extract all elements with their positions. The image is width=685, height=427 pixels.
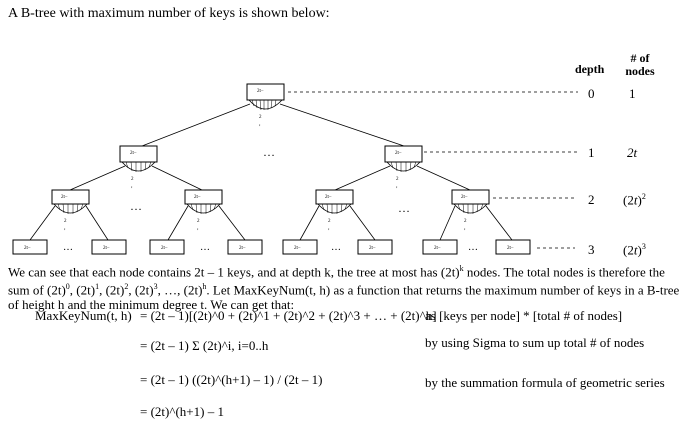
svg-text:…: … [398, 201, 410, 215]
depth-header: depth [575, 62, 605, 76]
depth1-node-right: 2t− 2 , [384, 145, 423, 189]
svg-text:2: 2 [464, 219, 467, 224]
svg-text:,: , [396, 183, 398, 189]
svg-text:2t−: 2t− [507, 246, 514, 251]
svg-text:,: , [64, 225, 66, 231]
nodes-2: (2t)2 [623, 192, 646, 208]
depth-2: 2 [588, 192, 595, 207]
nodes-3: (2t)3 [623, 242, 646, 258]
nodes-1: 2t [627, 145, 638, 160]
depth1-node-left: 2t− 2 , [119, 145, 158, 189]
nodes-0: 1 [629, 86, 636, 101]
svg-text:…: … [63, 242, 73, 253]
note-3: by the summation formula of geometric se… [425, 375, 665, 390]
svg-text:…: … [468, 242, 478, 253]
svg-text:2: 2 [197, 219, 200, 224]
ellipsis-d1: … [263, 145, 275, 159]
depth2-node-1: 2t− 2 , [51, 189, 90, 231]
note-1: as [keys per node] * [total # of nodes] [425, 308, 623, 323]
depth2-node-2: 2t− 2 , [184, 189, 223, 231]
svg-text:,: , [197, 225, 199, 231]
root-node: 2t− 2 , [246, 83, 285, 127]
svg-text:,: , [131, 183, 133, 189]
svg-text:2t−: 2t− [61, 195, 68, 200]
depth-0: 0 [588, 86, 595, 101]
svg-text:…: … [200, 242, 210, 253]
svg-text:2: 2 [328, 219, 331, 224]
equation-line-3: = (2t – 1) ((2t)^(h+1) – 1) / (2t – 1) [140, 372, 323, 387]
depth-3: 3 [588, 242, 595, 257]
svg-text:2t−: 2t− [294, 246, 301, 251]
svg-text:2t−: 2t− [24, 246, 31, 251]
svg-text:2t−: 2t− [369, 246, 376, 251]
svg-text:2: 2 [396, 177, 399, 182]
svg-text:2t−: 2t− [395, 151, 402, 156]
root-node-label: 2t− [257, 89, 264, 94]
svg-text:,: , [464, 225, 466, 231]
intro-text: A B-tree with maximum number of keys is … [8, 6, 330, 21]
svg-text:2t−: 2t− [461, 195, 468, 200]
equation-lhs: MaxKeyNum(t, h) [35, 308, 132, 323]
svg-text:,: , [328, 225, 330, 231]
svg-text:2t−: 2t− [325, 195, 332, 200]
svg-text:2t−: 2t− [239, 246, 246, 251]
root-child-label: 2 [259, 115, 262, 120]
explanation-paragraph: We can see that each node contains 2t – … [8, 264, 680, 312]
depth2-node-4: 2t− 2 , [451, 189, 490, 231]
svg-text:2t−: 2t− [161, 246, 168, 251]
svg-text:2: 2 [131, 177, 134, 182]
depth3-leaves [12, 239, 531, 255]
equation-line-4: = (2t)^(h+1) – 1 [140, 404, 224, 419]
depth-1: 1 [588, 145, 595, 160]
svg-text:2t−: 2t− [194, 195, 201, 200]
svg-text:2t−: 2t− [130, 151, 137, 156]
svg-text:…: … [331, 242, 341, 253]
svg-text:2t−: 2t− [434, 246, 441, 251]
svg-text:…: … [130, 199, 142, 213]
equation-line-1: = (2t – 1)[(2t)^0 + (2t)^1 + (2t)^2 + (2… [140, 308, 437, 323]
note-2: by using Sigma to sum up total # of node… [425, 335, 645, 350]
btree-diagram: 2t− 2 , … 2t− 2 , 2t− [12, 83, 578, 255]
svg-text:2t−: 2t− [103, 246, 110, 251]
svg-text:,: , [259, 121, 261, 127]
svg-text:2: 2 [64, 219, 67, 224]
depth2-node-3: 2t− 2 , [315, 189, 354, 231]
equation-line-2: = (2t – 1) Σ (2t)^i, i=0..h [140, 338, 269, 353]
nodes-header: # of nodes [625, 51, 655, 78]
